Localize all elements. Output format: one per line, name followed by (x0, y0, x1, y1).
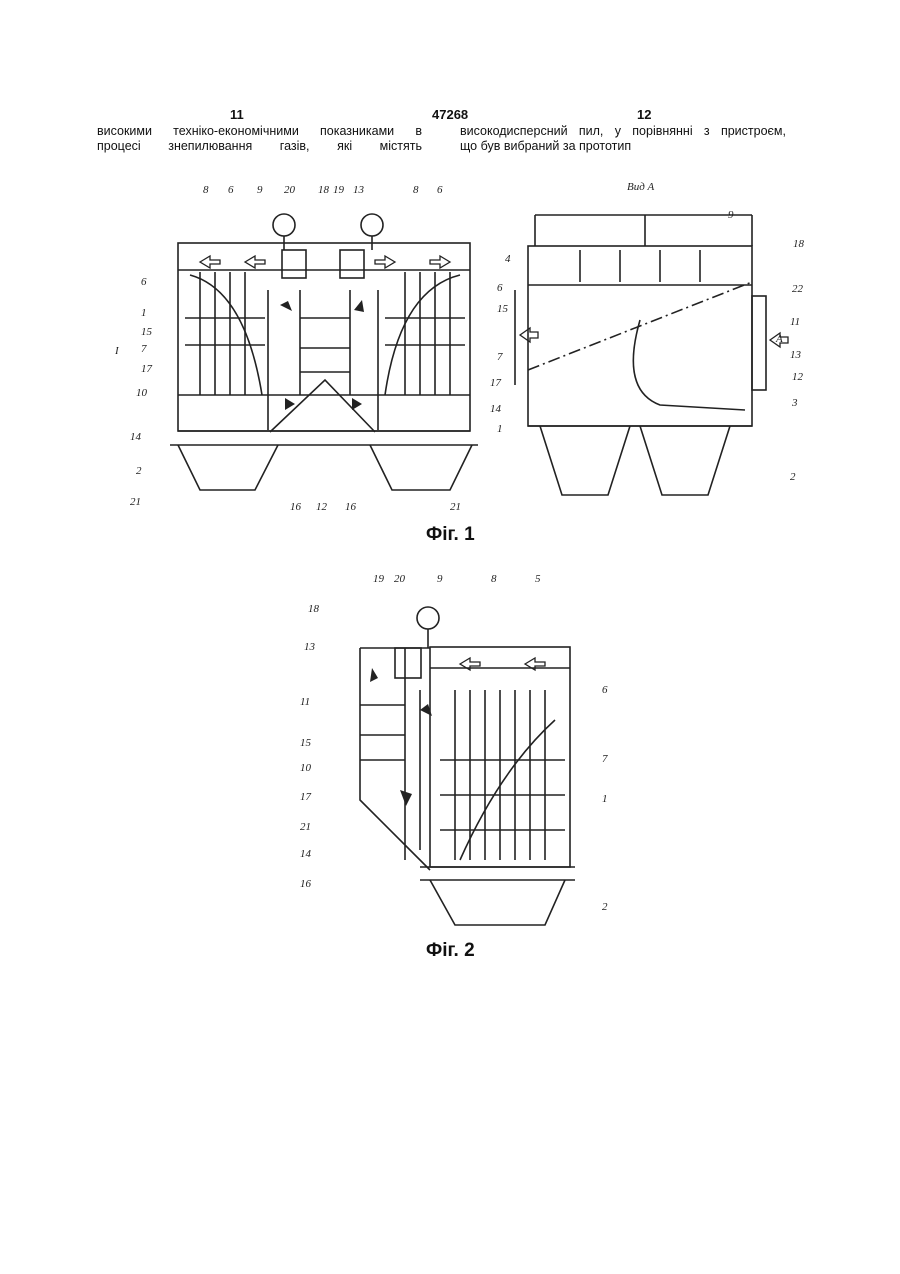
fig1-label-I: I (114, 345, 120, 357)
fig1-label-15: 15 (141, 326, 153, 338)
fig2-label-11: 11 (300, 696, 310, 708)
fig1-label-1: 1 (141, 307, 147, 319)
fig1-label-20: 20 (284, 184, 296, 196)
fig1-label-6a: 6 (228, 184, 234, 196)
fig2-label-1: 1 (602, 793, 608, 805)
fig1-view-label: Вид А (627, 181, 655, 193)
fig1-label-21b: 21 (450, 501, 461, 513)
fig1-label-9: 9 (257, 184, 263, 196)
fig1-label-18: 18 (318, 184, 330, 196)
fig2-label-13: 13 (304, 641, 316, 653)
fig1-side-label-18: 18 (793, 238, 805, 250)
fig2-label-21: 21 (300, 821, 311, 833)
left-text-column: високими техніко-економічними показникам… (97, 124, 422, 154)
fig2-label-5: 5 (535, 573, 541, 585)
fig1-label-6b: 6 (437, 184, 443, 196)
fig1-label-6c: 6 (141, 276, 147, 288)
fig1-side-label-22: 22 (792, 283, 804, 295)
fig1-label-1b: 1 (497, 423, 503, 435)
fig1-side-label-4: 4 (505, 253, 511, 265)
fig1-label-2: 2 (136, 465, 142, 477)
fig1-label-17b: 17 (490, 377, 502, 389)
fig2-label-16: 16 (300, 878, 312, 890)
fig1-label-15b: 15 (497, 303, 509, 315)
fig2-label-15: 15 (300, 737, 312, 749)
left-line-1: високими техніко-економічними показникам… (97, 124, 422, 139)
fig1-label-12: 12 (316, 501, 328, 513)
patent-number: 47268 (432, 107, 468, 122)
fig2-label-14: 14 (300, 848, 312, 860)
fig1-side-label-9: 9 (728, 209, 734, 221)
right-line-1: високодисперсний пил, у порівнянні з при… (460, 124, 786, 139)
fig2-label-6: 6 (602, 684, 608, 696)
fig2-label-2: 2 (602, 901, 608, 913)
fig2-label-18: 18 (308, 603, 320, 615)
fig2-label-17: 17 (300, 791, 312, 803)
right-line-2: що був вибраний за прототип (460, 139, 786, 154)
figure-1-caption: Фіг. 1 (426, 524, 475, 546)
fig1-label-19: 19 (333, 184, 345, 196)
right-text-column: високодисперсний пил, у порівнянні з при… (460, 124, 786, 154)
figure-2-caption: Фіг. 2 (426, 940, 475, 962)
fig1-label-13: 13 (353, 184, 365, 196)
page-number-right: 12 (637, 107, 651, 122)
fig1-side-label-2: 2 (790, 471, 796, 483)
fig1-label-14b: 14 (490, 403, 502, 415)
fig1-label-16a: 16 (290, 501, 302, 513)
fig1-side-label-3: 3 (791, 397, 798, 409)
fig1-side-label-13: 13 (790, 349, 802, 361)
fig2-label-8: 8 (491, 573, 497, 585)
left-line-2: процесі знепилювання газів, які містять (97, 139, 422, 154)
fig2-label-7: 7 (602, 753, 608, 765)
fig1-label-16b: 16 (345, 501, 357, 513)
fig1-label-7b: 7 (497, 351, 503, 363)
fig1-label-14: 14 (130, 431, 142, 443)
fig1-side-label-11: 11 (790, 316, 800, 328)
fig1-label-6d: 6 (497, 282, 503, 294)
fig1-label-10: 10 (136, 387, 148, 399)
fig1-label-8a: 8 (203, 184, 209, 196)
fig2-label-10: 10 (300, 762, 312, 774)
fig1-label-7: 7 (141, 343, 147, 355)
fig1-label-21a: 21 (130, 496, 141, 508)
fig1-side-label-12: 12 (792, 371, 804, 383)
fig2-label-20: 20 (394, 573, 406, 585)
fig1-label-8b: 8 (413, 184, 419, 196)
fig2-label-9: 9 (437, 573, 443, 585)
fig1-label-17: 17 (141, 363, 153, 375)
fig1-side-label-A: A (775, 333, 783, 345)
fig2-label-19: 19 (373, 573, 385, 585)
page-number-left: 11 (230, 107, 244, 122)
